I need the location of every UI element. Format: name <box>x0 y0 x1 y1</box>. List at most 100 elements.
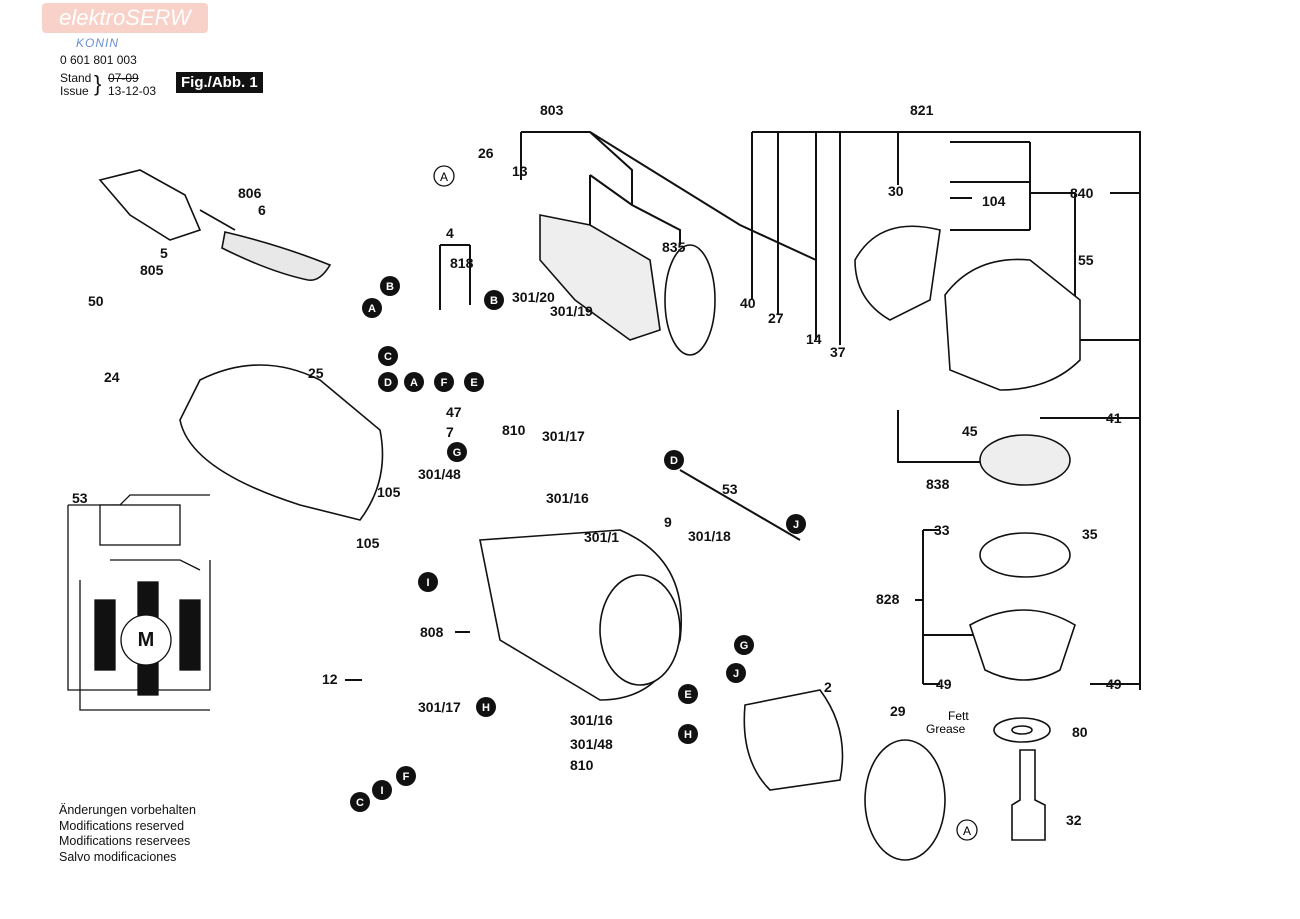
armature-shape <box>539 214 661 341</box>
label-301-18: 301/18 <box>688 528 731 544</box>
label-80: 80 <box>1072 724 1088 740</box>
label-26: 26 <box>478 145 494 161</box>
label-12: 12 <box>322 671 338 687</box>
motor-symbol: M <box>138 629 155 651</box>
label-50: 50 <box>88 293 104 309</box>
svg-text:C: C <box>356 797 364 809</box>
label-301-1: 301/1 <box>584 529 619 545</box>
footer-line-de: Änderungen vorbehalten <box>59 803 196 817</box>
label-806: 806 <box>238 185 262 201</box>
callout-letters: B A B C D A F E G D J I H G J E H C I F <box>356 281 799 809</box>
label-838: 838 <box>926 476 950 492</box>
svg-text:F: F <box>403 771 410 783</box>
label-810-b: 810 <box>570 757 594 773</box>
label-835: 835 <box>662 239 686 255</box>
svg-text:G: G <box>453 447 462 459</box>
label-818: 818 <box>450 255 474 271</box>
label-301-16-a: 301/16 <box>546 490 589 506</box>
label-24: 24 <box>104 369 120 385</box>
footer-line-en: Modifications reserved <box>59 818 185 833</box>
label-45: 45 <box>962 423 978 439</box>
label-4: 4 <box>446 225 454 241</box>
label-fett: Fett <box>948 709 969 723</box>
wiring-schematic <box>67 494 211 711</box>
label-301-17-b: 301/17 <box>418 699 461 715</box>
label-301-48-a: 301/48 <box>418 466 461 482</box>
strain-relief-shape <box>221 231 332 282</box>
svg-text:A: A <box>963 824 971 838</box>
svg-text:B: B <box>490 295 498 307</box>
label-29: 29 <box>890 703 906 719</box>
motor-housing-shape <box>179 364 384 521</box>
guard-30-shape <box>854 225 941 321</box>
svg-text:E: E <box>470 377 477 389</box>
label-53: 53 <box>722 481 738 497</box>
stand-value: 07-09 <box>108 71 139 85</box>
label-33: 33 <box>934 522 950 538</box>
label-821: 821 <box>910 102 934 118</box>
part-shapes <box>98 169 1081 861</box>
label-30: 30 <box>888 183 904 199</box>
callout-A-top: A <box>433 165 455 187</box>
part-labels: 803 26 13 835 821 30 104 840 55 806 6 5 … <box>72 102 1122 828</box>
bearing-flange-shape <box>969 609 1076 681</box>
seal-ring-shape <box>979 532 1071 578</box>
issue-label: Issue <box>60 84 89 98</box>
svg-text:A: A <box>368 303 376 315</box>
svg-text:E: E <box>684 689 691 701</box>
label-14: 14 <box>806 331 822 347</box>
svg-text:I: I <box>380 785 383 797</box>
label-9: 9 <box>664 514 672 530</box>
bevel-gear-shape <box>979 434 1071 486</box>
callouts: A A <box>433 165 978 841</box>
callouts-dark <box>350 276 806 812</box>
label-301-20: 301/20 <box>512 289 555 305</box>
plug-cable <box>199 209 236 231</box>
label-805: 805 <box>140 262 164 278</box>
label-37: 37 <box>830 344 846 360</box>
svg-text:J: J <box>793 519 799 531</box>
label-803: 803 <box>540 102 564 118</box>
footer-line-fr: Modifications reservees <box>59 834 191 848</box>
svg-text:A: A <box>440 170 448 184</box>
spindle-shape <box>1011 749 1046 841</box>
label-2: 2 <box>824 679 832 695</box>
label-grease: Grease <box>926 722 966 736</box>
watermark-logo-sub: KONIN <box>76 36 120 50</box>
stand-label: Stand <box>60 71 92 85</box>
footer-line-es: Salvo modificaciones <box>59 849 177 864</box>
label-41: 41 <box>1106 410 1122 426</box>
svg-text:D: D <box>670 455 678 467</box>
label-840: 840 <box>1070 185 1094 201</box>
label-301-19: 301/19 <box>550 303 593 319</box>
svg-text:C: C <box>384 351 392 363</box>
label-35: 35 <box>1082 526 1098 542</box>
washer-80-hole <box>1011 725 1033 735</box>
stator-field-shape <box>743 689 844 791</box>
label-6: 6 <box>258 202 266 218</box>
svg-text:D: D <box>384 377 392 389</box>
label-25: 25 <box>308 365 324 381</box>
svg-text:A: A <box>410 377 418 389</box>
guard-29-shape <box>864 739 946 861</box>
label-105-b: 105 <box>356 535 380 551</box>
svg-text:F: F <box>441 377 448 389</box>
issue-value: 13-12-03 <box>108 84 157 98</box>
part-number: 0 601 801 003 <box>60 53 137 67</box>
callout-A-bottom: A <box>956 819 978 841</box>
label-104: 104 <box>982 193 1006 209</box>
svg-text:H: H <box>684 729 692 741</box>
label-47: 47 <box>446 404 462 420</box>
label-27: 27 <box>768 310 784 326</box>
label-810-a: 810 <box>502 422 526 438</box>
label-301-17-a: 301/17 <box>542 428 585 444</box>
watermark-logo: elektroSERW <box>42 3 208 33</box>
label-301-48-b: 301/48 <box>570 736 613 752</box>
brace-glyph: } <box>94 71 102 96</box>
svg-text:G: G <box>740 640 749 652</box>
housing-opening <box>599 574 681 686</box>
label-7: 7 <box>446 424 454 440</box>
label-32: 32 <box>1066 812 1082 828</box>
label-55: 55 <box>1078 252 1094 268</box>
